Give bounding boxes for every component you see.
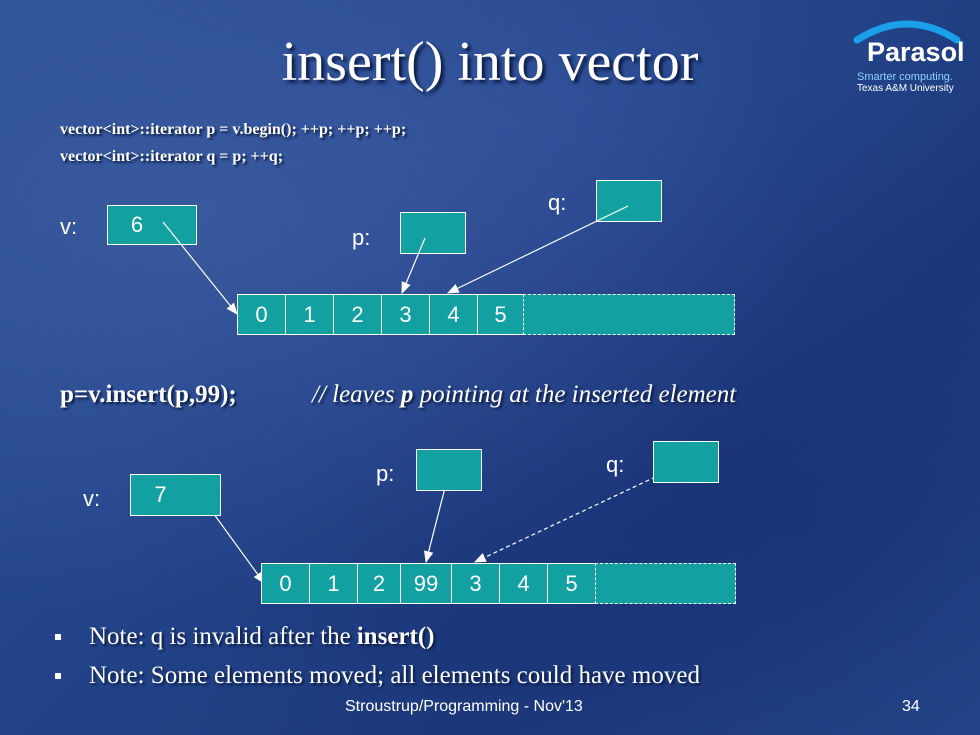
before-cell: 0 <box>237 294 286 335</box>
bullet-icon <box>55 634 61 640</box>
parasol-logo: Parasol Smarter computing. Texas A&M Uni… <box>845 10 970 95</box>
slide-footer: Stroustrup/Programming - Nov'13 <box>345 698 583 715</box>
after-p-label: p: <box>376 461 395 486</box>
after-v-size-box: 7 <box>130 474 221 516</box>
before-cell: 1 <box>285 294 334 335</box>
after-cell: 99 <box>400 563 452 604</box>
logo-name: Parasol <box>867 37 965 67</box>
after-cell: 5 <box>547 563 596 604</box>
after-cell: 2 <box>357 563 401 604</box>
after-q-box <box>653 441 719 483</box>
logo-arc-icon <box>853 20 961 44</box>
before-q-box <box>596 180 662 222</box>
before-cell: 5 <box>477 294 524 335</box>
insert-comment: // leaves p pointing at the inserted ele… <box>312 381 737 408</box>
before-q-label: q: <box>548 190 567 215</box>
insert-statement: p=v.insert(p,99); <box>60 381 237 408</box>
before-v-label: v: <box>60 214 78 239</box>
logo-tagline: Smarter computing. <box>857 71 953 83</box>
before-p-box <box>400 212 466 254</box>
before-v-size: 6 <box>130 212 144 237</box>
before-cell: 3 <box>381 294 430 335</box>
after-v-size: 7 <box>154 482 167 507</box>
code-line-2: vector<int>::iterator q = p; ++q; <box>60 148 284 165</box>
after-cell: 3 <box>451 563 500 604</box>
after-q-label: q: <box>606 452 625 477</box>
bullet-icon <box>55 673 61 679</box>
note-2: Note: Some elements moved; all elements … <box>55 662 700 690</box>
before-capacity <box>523 294 735 335</box>
page-number: 34 <box>902 698 920 715</box>
after-p-box <box>416 449 482 491</box>
code-line-1: vector<int>::iterator p = v.begin(); ++p… <box>60 121 407 138</box>
after-capacity <box>595 563 736 604</box>
after-cell: 1 <box>309 563 358 604</box>
before-p-label: p: <box>352 225 371 250</box>
slide-title: insert() into vector <box>281 31 699 93</box>
after-cell: 4 <box>499 563 548 604</box>
after-v-label: v: <box>83 486 101 511</box>
after-cell: 0 <box>261 563 310 604</box>
before-v-size-box: 6 <box>107 205 197 245</box>
before-cell: 2 <box>333 294 382 335</box>
note-1: Note: q is invalid after the insert() <box>55 623 434 651</box>
before-cell: 4 <box>429 294 478 335</box>
logo-university: Texas A&M University <box>857 83 954 94</box>
